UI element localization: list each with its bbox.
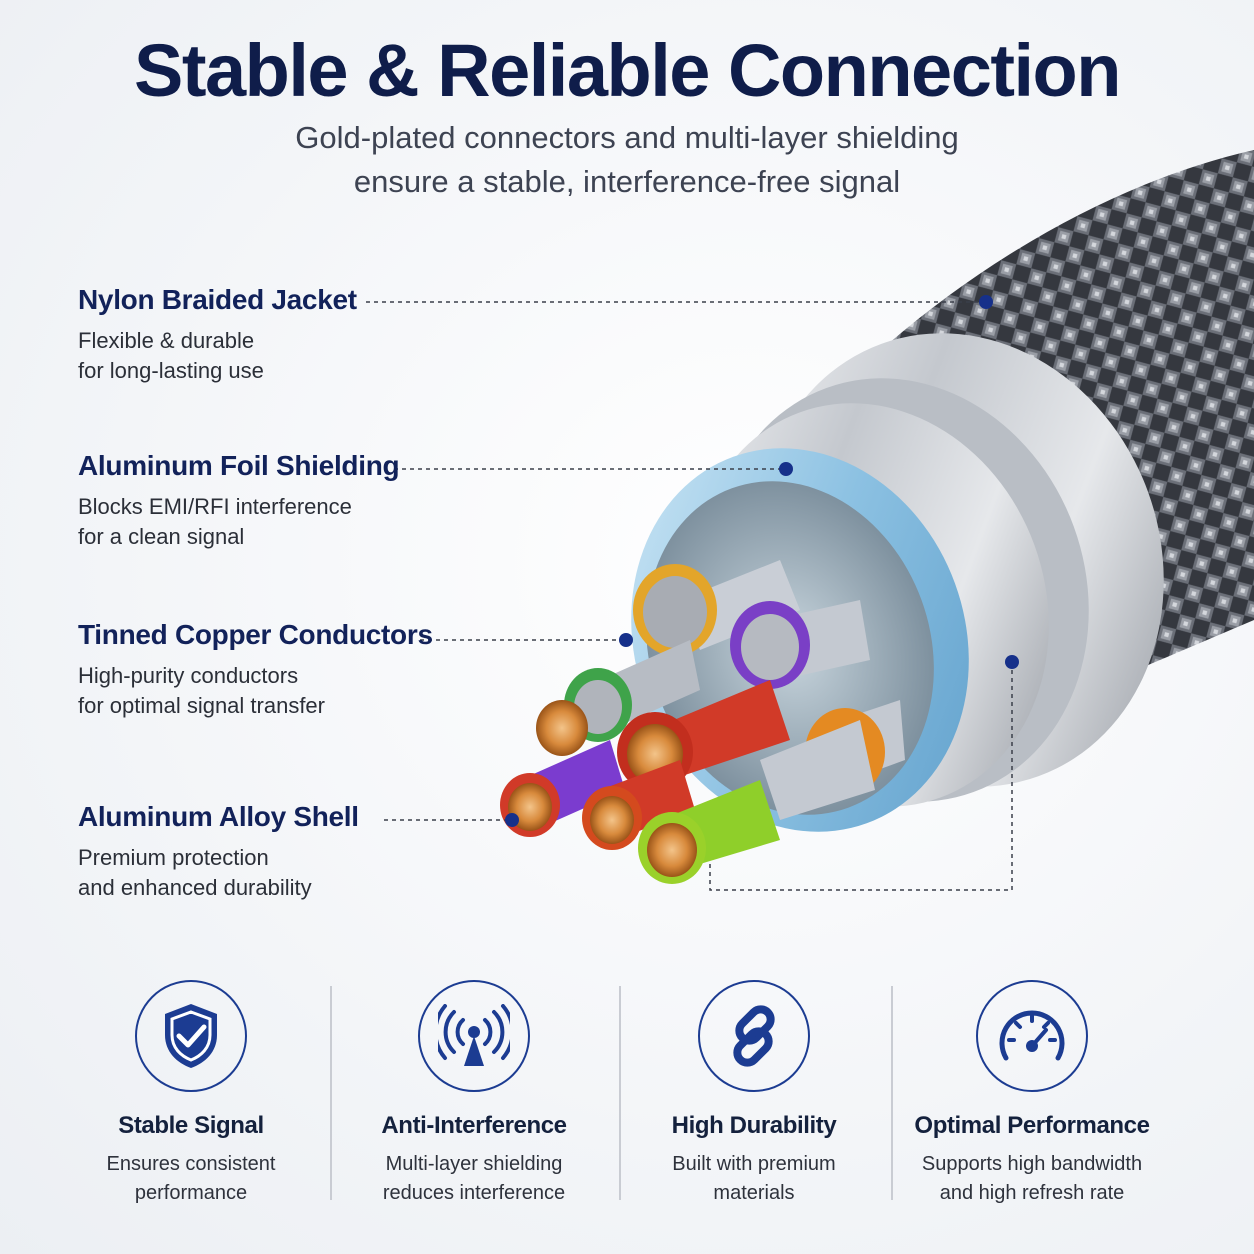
layer-desc-line: High-purity conductors (78, 663, 299, 688)
feature-optimal-performance: Optimal Performance Supports high bandwi… (897, 980, 1167, 1208)
layer-title: Aluminum Alloy Shell (78, 801, 359, 832)
marker-shell (1005, 655, 1019, 669)
page-title: Stable & Reliable Connection (134, 29, 1121, 112)
layer-desc: Flexible & durable for long-lasting use (78, 326, 357, 386)
callout-box-shell (709, 662, 1013, 891)
feature-desc: Ensures consistent performance (56, 1150, 326, 1208)
feature-divider (619, 986, 621, 1200)
layer-title: Aluminum Foil Shielding (78, 450, 400, 481)
layer-title: Tinned Copper Conductors (78, 619, 433, 650)
layer-desc-line: for a clean signal (78, 524, 245, 549)
feature-desc-line: Multi-layer shielding (385, 1153, 563, 1175)
layer-desc: Blocks EMI/RFI interference for a clean … (78, 492, 399, 552)
feature-anti-interference: Anti-Interference Multi-layer shielding … (339, 980, 609, 1208)
chain-link-icon (698, 980, 810, 1092)
layer-desc: High-purity conductors for optimal signa… (78, 661, 433, 721)
feature-stable-signal: Stable Signal Ensures consistent perform… (56, 980, 326, 1208)
marker-conductors (619, 633, 633, 647)
layer-nylon-braided-jacket: Nylon Braided Jacket Flexible & durable … (78, 284, 357, 386)
layer-desc-line: and enhanced durability (78, 875, 312, 900)
signal-tower-icon (418, 980, 530, 1092)
shield-check-icon (135, 980, 247, 1092)
feature-divider (330, 986, 332, 1200)
layer-desc-line: Premium protection (78, 845, 269, 870)
marker-foil (779, 462, 793, 476)
feature-desc-line: materials (713, 1182, 795, 1204)
feature-desc-line: performance (134, 1182, 248, 1204)
marker-jacket (979, 295, 993, 309)
cable-illustration (366, 150, 1254, 891)
callout-markers (505, 295, 1019, 827)
feature-title: Stable Signal (118, 1112, 264, 1139)
layer-desc-line: for optimal signal transfer (78, 693, 325, 718)
layer-desc-line: for long-lasting use (78, 358, 264, 383)
layer-tinned-copper-conductors: Tinned Copper Conductors High-purity con… (78, 619, 433, 721)
callout-lines (366, 301, 1013, 891)
feature-row: Stable Signal Ensures consistent perform… (0, 980, 1254, 1210)
feature-divider (891, 986, 893, 1200)
feature-desc: Built with premium materials (619, 1150, 889, 1208)
feature-title: Optimal Performance (914, 1112, 1150, 1139)
feature-desc-line: and high refresh rate (939, 1182, 1125, 1204)
feature-desc-line: Ensures consistent (106, 1153, 276, 1175)
feature-desc-line: Built with premium (672, 1153, 836, 1175)
layer-title: Nylon Braided Jacket (78, 284, 357, 315)
subtitle-line-2: ensure a stable, interference-free signa… (353, 164, 901, 199)
layer-desc-line: Flexible & durable (78, 328, 255, 353)
feature-title: Anti-Interference (381, 1112, 567, 1139)
layer-aluminum-foil-shielding: Aluminum Foil Shielding Blocks EMI/RFI i… (78, 450, 400, 552)
feature-desc: Supports high bandwidth and high refresh… (897, 1150, 1167, 1208)
conductor-bundle-graphic (500, 560, 905, 884)
page-subtitle: Gold-plated connectors and multi-layer s… (0, 116, 1254, 204)
subtitle-line-1: Gold-plated connectors and multi-layer s… (295, 120, 959, 155)
feature-title: High Durability (671, 1112, 837, 1139)
marker-shell-core (505, 813, 519, 827)
feature-desc-line: Supports high bandwidth (921, 1153, 1143, 1175)
layer-desc-line: Blocks EMI/RFI interference (78, 494, 352, 519)
feature-high-durability: High Durability Built with premium mater… (619, 980, 889, 1208)
layer-desc: Premium protection and enhanced durabili… (78, 843, 359, 903)
layer-aluminum-alloy-shell: Aluminum Alloy Shell Premium protection … (78, 801, 359, 903)
speedometer-icon (976, 980, 1088, 1092)
feature-desc: Multi-layer shielding reduces interferen… (339, 1150, 609, 1208)
feature-desc-line: reduces interference (382, 1182, 566, 1204)
